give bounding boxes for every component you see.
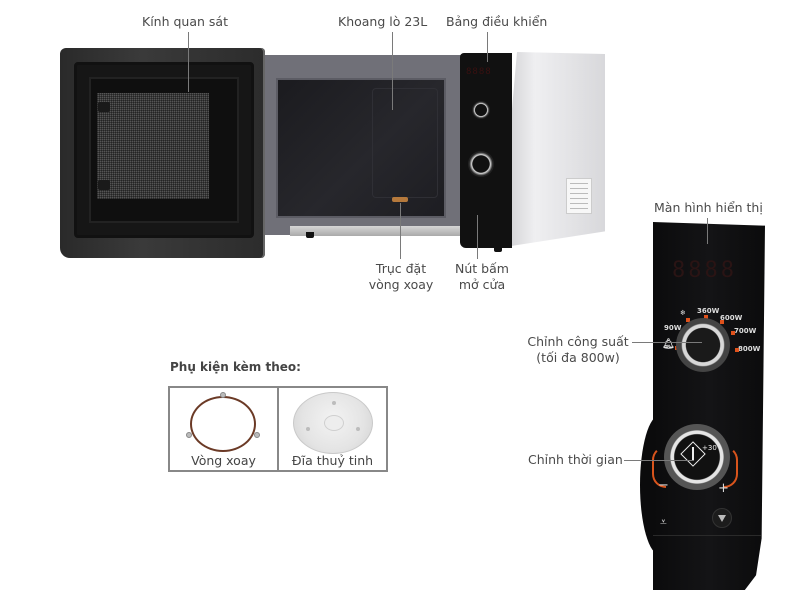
power-dot <box>720 320 724 324</box>
stop-button[interactable] <box>712 508 732 528</box>
label-line: Trục đặt <box>375 261 427 276</box>
label-line: Chỉnh công suất <box>527 334 629 349</box>
accessory-caption: Vòng xoay <box>191 453 256 468</box>
label-power-knob: Chỉnh công suất (tối đa 800w) <box>526 334 630 366</box>
label-display: Màn hình hiển thị <box>654 200 763 215</box>
microwave-cavity <box>276 78 446 218</box>
plate-dot <box>306 427 310 431</box>
plate-dot <box>332 401 336 405</box>
accessory-item-plate: Đĩa thuỷ tinh <box>277 388 386 470</box>
bell-icon: 🔔︎ <box>662 339 675 350</box>
plus-icon: + <box>718 481 729 496</box>
leader-line <box>400 203 401 259</box>
foot <box>494 246 502 252</box>
label-viewing-glass: Kính quan sát <box>142 14 228 29</box>
accessories-title: Phụ kiện kèm theo: <box>170 360 301 374</box>
small-control-panel: 8888 <box>460 53 512 248</box>
roller <box>220 392 226 398</box>
display-digits: 8888 <box>672 258 737 283</box>
roller <box>254 432 260 438</box>
accessory-caption: Đĩa thuỷ tinh <box>291 453 374 468</box>
viewing-glass-mesh <box>97 93 209 199</box>
turntable-ring-icon <box>190 396 256 452</box>
door-latch <box>98 180 110 190</box>
small-power-knob <box>472 101 490 119</box>
leader-line <box>707 218 708 244</box>
minus-icon: − <box>658 478 669 493</box>
power-knob[interactable] <box>676 318 730 372</box>
label-door-button: Nút bấm mở cửa <box>452 261 512 293</box>
timer-knob[interactable] <box>664 424 730 490</box>
label-line: mở cửa <box>458 277 506 292</box>
foot <box>306 232 314 238</box>
leader-line <box>487 32 488 62</box>
plus30-label: +30 <box>702 444 717 452</box>
spec-sticker <box>566 178 592 214</box>
small-timer-knob <box>468 151 494 177</box>
power-360w: 360W <box>697 307 720 315</box>
label-turntable-axle: Trục đặt vòng xoay <box>368 261 434 293</box>
bottom-strip <box>290 226 470 236</box>
start-icon-line <box>692 447 694 461</box>
power-800w: 800W <box>738 345 761 353</box>
door-open-icon[interactable]: ⩡ <box>660 515 667 529</box>
roller <box>186 432 192 438</box>
leader-line <box>188 32 189 92</box>
leader-line <box>632 342 702 343</box>
small-display: 8888 <box>466 67 492 77</box>
label-line: (tối đa 800w) <box>536 350 620 365</box>
microwave-side <box>505 52 605 247</box>
accessory-item-ring: Vòng xoay <box>170 388 277 470</box>
label-line: vòng xoay <box>368 277 434 292</box>
defrost-icon: ❄ <box>680 309 686 317</box>
glass-plate-icon <box>293 392 373 454</box>
label-cavity: Khoang lò 23L <box>338 14 428 29</box>
power-dot <box>686 318 690 322</box>
label-control-panel: Bảng điều khiển <box>446 14 548 29</box>
cavity-back-wall <box>372 88 438 198</box>
door-latch <box>98 102 110 112</box>
label-line: Nút bấm <box>455 261 509 276</box>
door-window <box>89 77 239 223</box>
leader-line <box>392 32 393 110</box>
label-timer-knob: Chỉnh thời gian <box>528 452 623 467</box>
leader-line <box>624 460 694 461</box>
plate-hub <box>324 415 344 431</box>
accessories-box: Vòng xoay Đĩa thuỷ tinh <box>168 386 388 472</box>
control-panel-closeup <box>653 222 765 590</box>
power-dot <box>735 348 739 352</box>
power-dot <box>704 315 708 319</box>
power-600w: 600W <box>720 314 743 322</box>
turntable-axle <box>392 197 408 202</box>
panel-divider <box>653 535 761 536</box>
power-90w: 90W <box>664 324 682 332</box>
power-700w: 700W <box>734 327 757 335</box>
microwave-door <box>60 48 265 258</box>
plate-dot <box>356 427 360 431</box>
power-dot <box>731 331 735 335</box>
leader-line <box>477 215 478 259</box>
door-frame <box>74 62 254 238</box>
